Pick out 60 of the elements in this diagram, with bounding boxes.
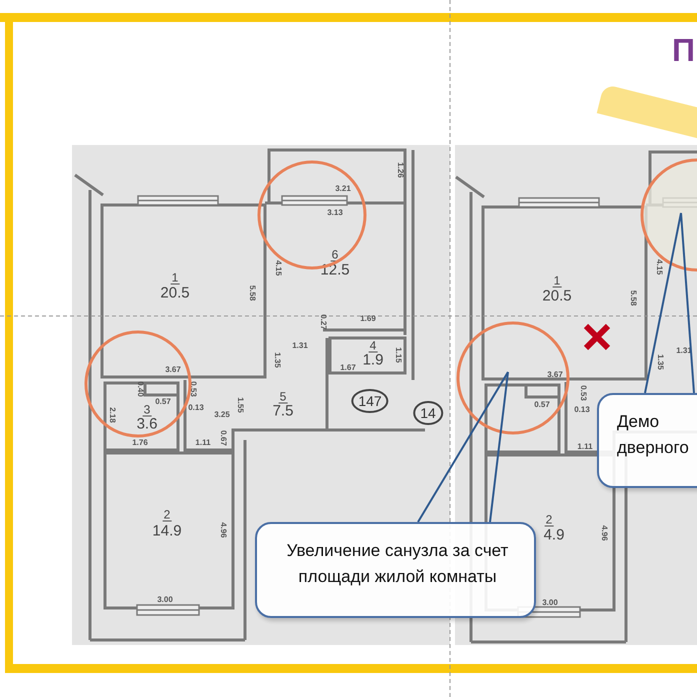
dimension-label: 0.57 <box>534 401 550 409</box>
dimension-label: 3.25 <box>214 411 230 419</box>
dimension-label: 4.15 <box>274 260 282 276</box>
room-number: 4 <box>368 340 378 352</box>
dimension-label: 3.67 <box>165 366 181 374</box>
circled-number: 14 <box>413 401 443 425</box>
dimension-label: 1.26 <box>396 162 404 178</box>
callout-box <box>597 393 697 488</box>
dimension-label: 1.69 <box>360 315 376 323</box>
room-number: 3 <box>142 404 152 416</box>
room-number: 5 <box>278 390 288 404</box>
dimension-label: 1.31 <box>292 342 308 350</box>
dimension-label: 0.13 <box>188 404 204 412</box>
dimension-label: 3.13 <box>327 209 343 217</box>
room-number: 2 <box>162 508 172 522</box>
leader-line <box>680 212 695 394</box>
room-number: 6 <box>330 248 340 262</box>
dimension-label: 3.00 <box>542 599 558 607</box>
room-number: 1 <box>552 274 562 288</box>
title: П <box>672 34 695 66</box>
dimension-label: 0.53 <box>579 385 587 401</box>
leader-line <box>489 372 509 522</box>
dimension-label: 1.76 <box>132 439 148 447</box>
dimension-label: 1.11 <box>577 443 593 451</box>
dimension-label: 0.57 <box>155 398 171 406</box>
dimension-label: 4.96 <box>219 522 227 538</box>
dimension-label: 0.13 <box>574 406 590 414</box>
dimension-label: 5.58 <box>629 290 637 306</box>
dimension-label: 1.35 <box>273 352 281 368</box>
dimension-label: 0.27 <box>319 314 327 330</box>
dimension-label: 4.15 <box>655 259 663 275</box>
dimension-label: 5.58 <box>248 285 256 301</box>
callout-box <box>255 522 536 618</box>
dimension-label: 1.55 <box>236 397 244 413</box>
room-number: 1 <box>170 272 180 284</box>
callout-text: Демо дверного <box>617 411 690 459</box>
highlight-circle <box>455 320 571 436</box>
room-number: 2 <box>544 514 554 526</box>
room-area: 3.6 <box>136 416 158 432</box>
dimension-label: 3.67 <box>547 371 563 379</box>
circled-number: 147 <box>351 389 389 413</box>
dimension-label: 0.67 <box>219 430 227 446</box>
dimension-label: 3.00 <box>157 596 173 604</box>
dimension-label: 0.53 <box>189 381 197 397</box>
room-area: 4.9 <box>544 528 564 542</box>
dimension-label: 1.35 <box>656 354 664 370</box>
dimension-label: 4.96 <box>600 525 608 541</box>
dimension-label: 1.15 <box>394 347 402 363</box>
leader-line <box>644 212 682 394</box>
dimension-label: 1.67 <box>340 364 356 372</box>
dimension-label: 1.11 <box>195 439 211 447</box>
room-area: 20.5 <box>542 288 572 304</box>
callout-text: Увеличение санузла за счет площади жилой комнаты <box>286 540 510 588</box>
dimension-label: 2.18 <box>108 407 116 423</box>
room-area: 1.9 <box>362 352 384 368</box>
room-area: 14.9 <box>152 524 182 538</box>
room-area: 7.5 <box>272 404 294 418</box>
dimension-label: 3.21 <box>335 185 351 193</box>
room-area: 20.5 <box>160 286 190 300</box>
leader-line <box>417 371 509 523</box>
